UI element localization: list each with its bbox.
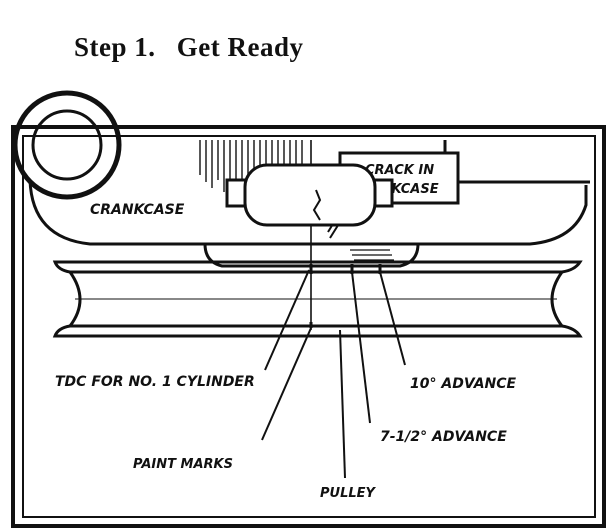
crankcase-step xyxy=(443,140,590,184)
step-number: Step 1. xyxy=(74,32,156,62)
step-title: Get Ready xyxy=(176,32,304,62)
flywheel-circle xyxy=(12,90,122,200)
crankcase-label: CRANKCASE xyxy=(90,202,185,218)
inner-frame xyxy=(22,135,596,518)
crack-label-line1: CRACK IN xyxy=(365,163,434,178)
outer-frame xyxy=(11,125,606,528)
advance-10-label: 10° ADVANCE xyxy=(410,376,517,392)
crack-mark xyxy=(312,189,322,221)
crankcase-body xyxy=(28,179,588,246)
page-heading: Step 1. Get Ready xyxy=(74,32,304,63)
bolt-boss xyxy=(225,163,394,227)
advance-7-label: 7-1/2° ADVANCE xyxy=(380,429,507,445)
leader-lines xyxy=(261,269,406,479)
pulley-label: PULLEY xyxy=(320,486,377,501)
paint-marks-label: PAINT MARKS xyxy=(133,457,233,472)
timing-marks xyxy=(309,264,382,328)
pulley xyxy=(52,260,583,338)
hub-hatch xyxy=(350,249,394,261)
tdc-label: TDC FOR NO. 1 CYLINDER xyxy=(55,374,255,390)
